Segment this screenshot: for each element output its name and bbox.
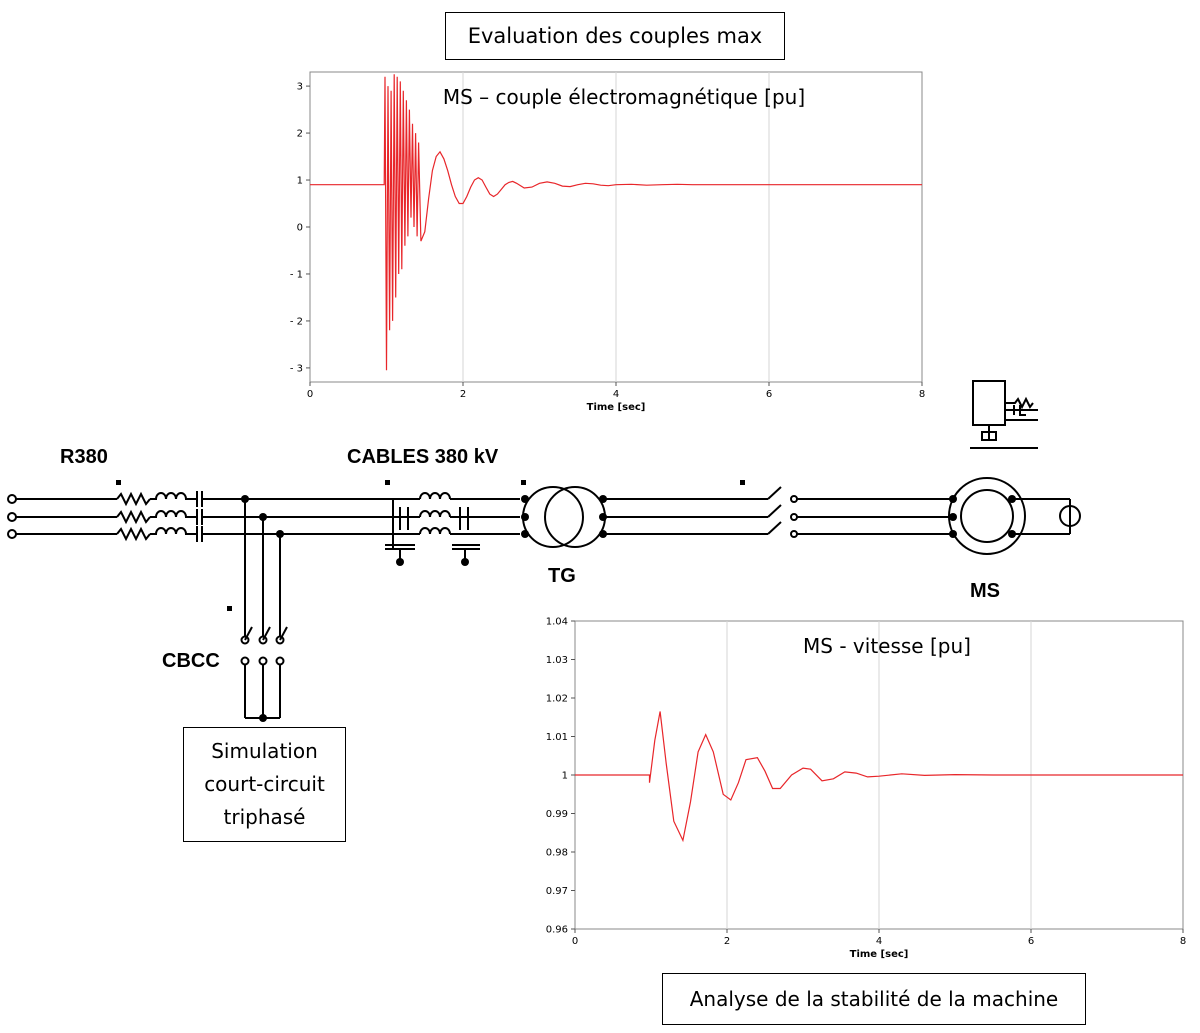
x-tick-label: 8 <box>1180 936 1186 947</box>
simulation-box-text: Simulation court-circuit triphasé <box>204 739 325 829</box>
y-tick-label: - 3 <box>290 363 303 374</box>
y-tick-label: 0 <box>297 223 303 234</box>
y-tick-label: 1 <box>562 771 568 782</box>
x-tick-label: 6 <box>766 389 772 400</box>
x-tick-label: 0 <box>572 936 578 947</box>
cables-380kv <box>385 492 520 562</box>
series-line <box>575 711 1183 843</box>
bus-lines-left <box>16 498 117 535</box>
simulation-box: Simulation court-circuit triphasé <box>183 727 346 842</box>
x-tick-label: 0 <box>307 389 313 400</box>
y-tick-label: 0.98 <box>546 848 568 859</box>
y-tick-label: 1.03 <box>546 655 568 666</box>
r380-impedance <box>116 491 203 542</box>
y-tick-label: 0.96 <box>546 925 568 936</box>
y-tick-label: 0.99 <box>546 809 568 820</box>
y-tick-label: - 2 <box>290 316 303 327</box>
input-terminals <box>7 494 17 539</box>
x-tick-label: 2 <box>724 936 730 947</box>
machine-ms <box>948 477 1081 555</box>
y-tick-label: - 1 <box>290 269 303 280</box>
x-tick-label: 6 <box>1028 936 1034 947</box>
cbcc-branch <box>240 499 288 719</box>
series-line <box>310 74 922 371</box>
y-tick-label: 0.97 <box>546 886 568 897</box>
y-tick-label: 3 <box>297 82 303 93</box>
label-ms: MS <box>970 580 1000 602</box>
y-tick-label: 1.01 <box>546 732 568 743</box>
label-cables: CABLES 380 kV <box>347 446 499 468</box>
y-tick-label: 1 <box>297 176 303 187</box>
x-axis-label: Time [sec] <box>587 402 646 413</box>
x-axis-label: Time [sec] <box>850 949 909 960</box>
label-r380: R380 <box>60 446 108 468</box>
bus-lines-right <box>600 486 955 538</box>
x-tick-label: 4 <box>613 389 619 400</box>
x-tick-label: 4 <box>876 936 882 947</box>
torque-chart: 0 2 4 6 8 3 2 1 0 - 1 - 2 - 3 Time [sec] MS – couple … <box>290 71 925 413</box>
x-tick-label: 2 <box>460 389 466 400</box>
chart-title: MS - vitesse [pu] <box>803 634 971 658</box>
y-tick-label: 1.04 <box>546 617 568 628</box>
power-system-schematic: R380 CABLES 380 kV TG MS CBCC <box>7 380 1081 722</box>
bus-lines-middle <box>202 498 385 535</box>
label-cbcc: CBCC <box>162 650 220 672</box>
speed-chart: 0 2 4 6 8 1.04 1.03 1.02 1.01 1 0.99 0.98 0.97 0.96Ti… <box>546 617 1186 961</box>
y-tick-label: 2 <box>297 129 303 140</box>
transformer-tg <box>522 486 606 548</box>
stability-box-text: Analyse de la stabilité de la machine <box>689 987 1059 1011</box>
y-tick-label: 1.02 <box>546 694 568 705</box>
junction-dots <box>116 480 1016 722</box>
mechanical-model-icon <box>970 380 1038 449</box>
title-box-text: Evaluation des couples max <box>467 24 763 48</box>
stability-box: Analyse de la stabilité de la machine <box>662 973 1086 1025</box>
x-tick-label: 8 <box>919 389 925 400</box>
chart-title: MS – couple électromagnétique [pu] <box>443 85 805 109</box>
title-box: Evaluation des couples max <box>445 12 785 60</box>
label-tg: TG <box>548 565 576 587</box>
